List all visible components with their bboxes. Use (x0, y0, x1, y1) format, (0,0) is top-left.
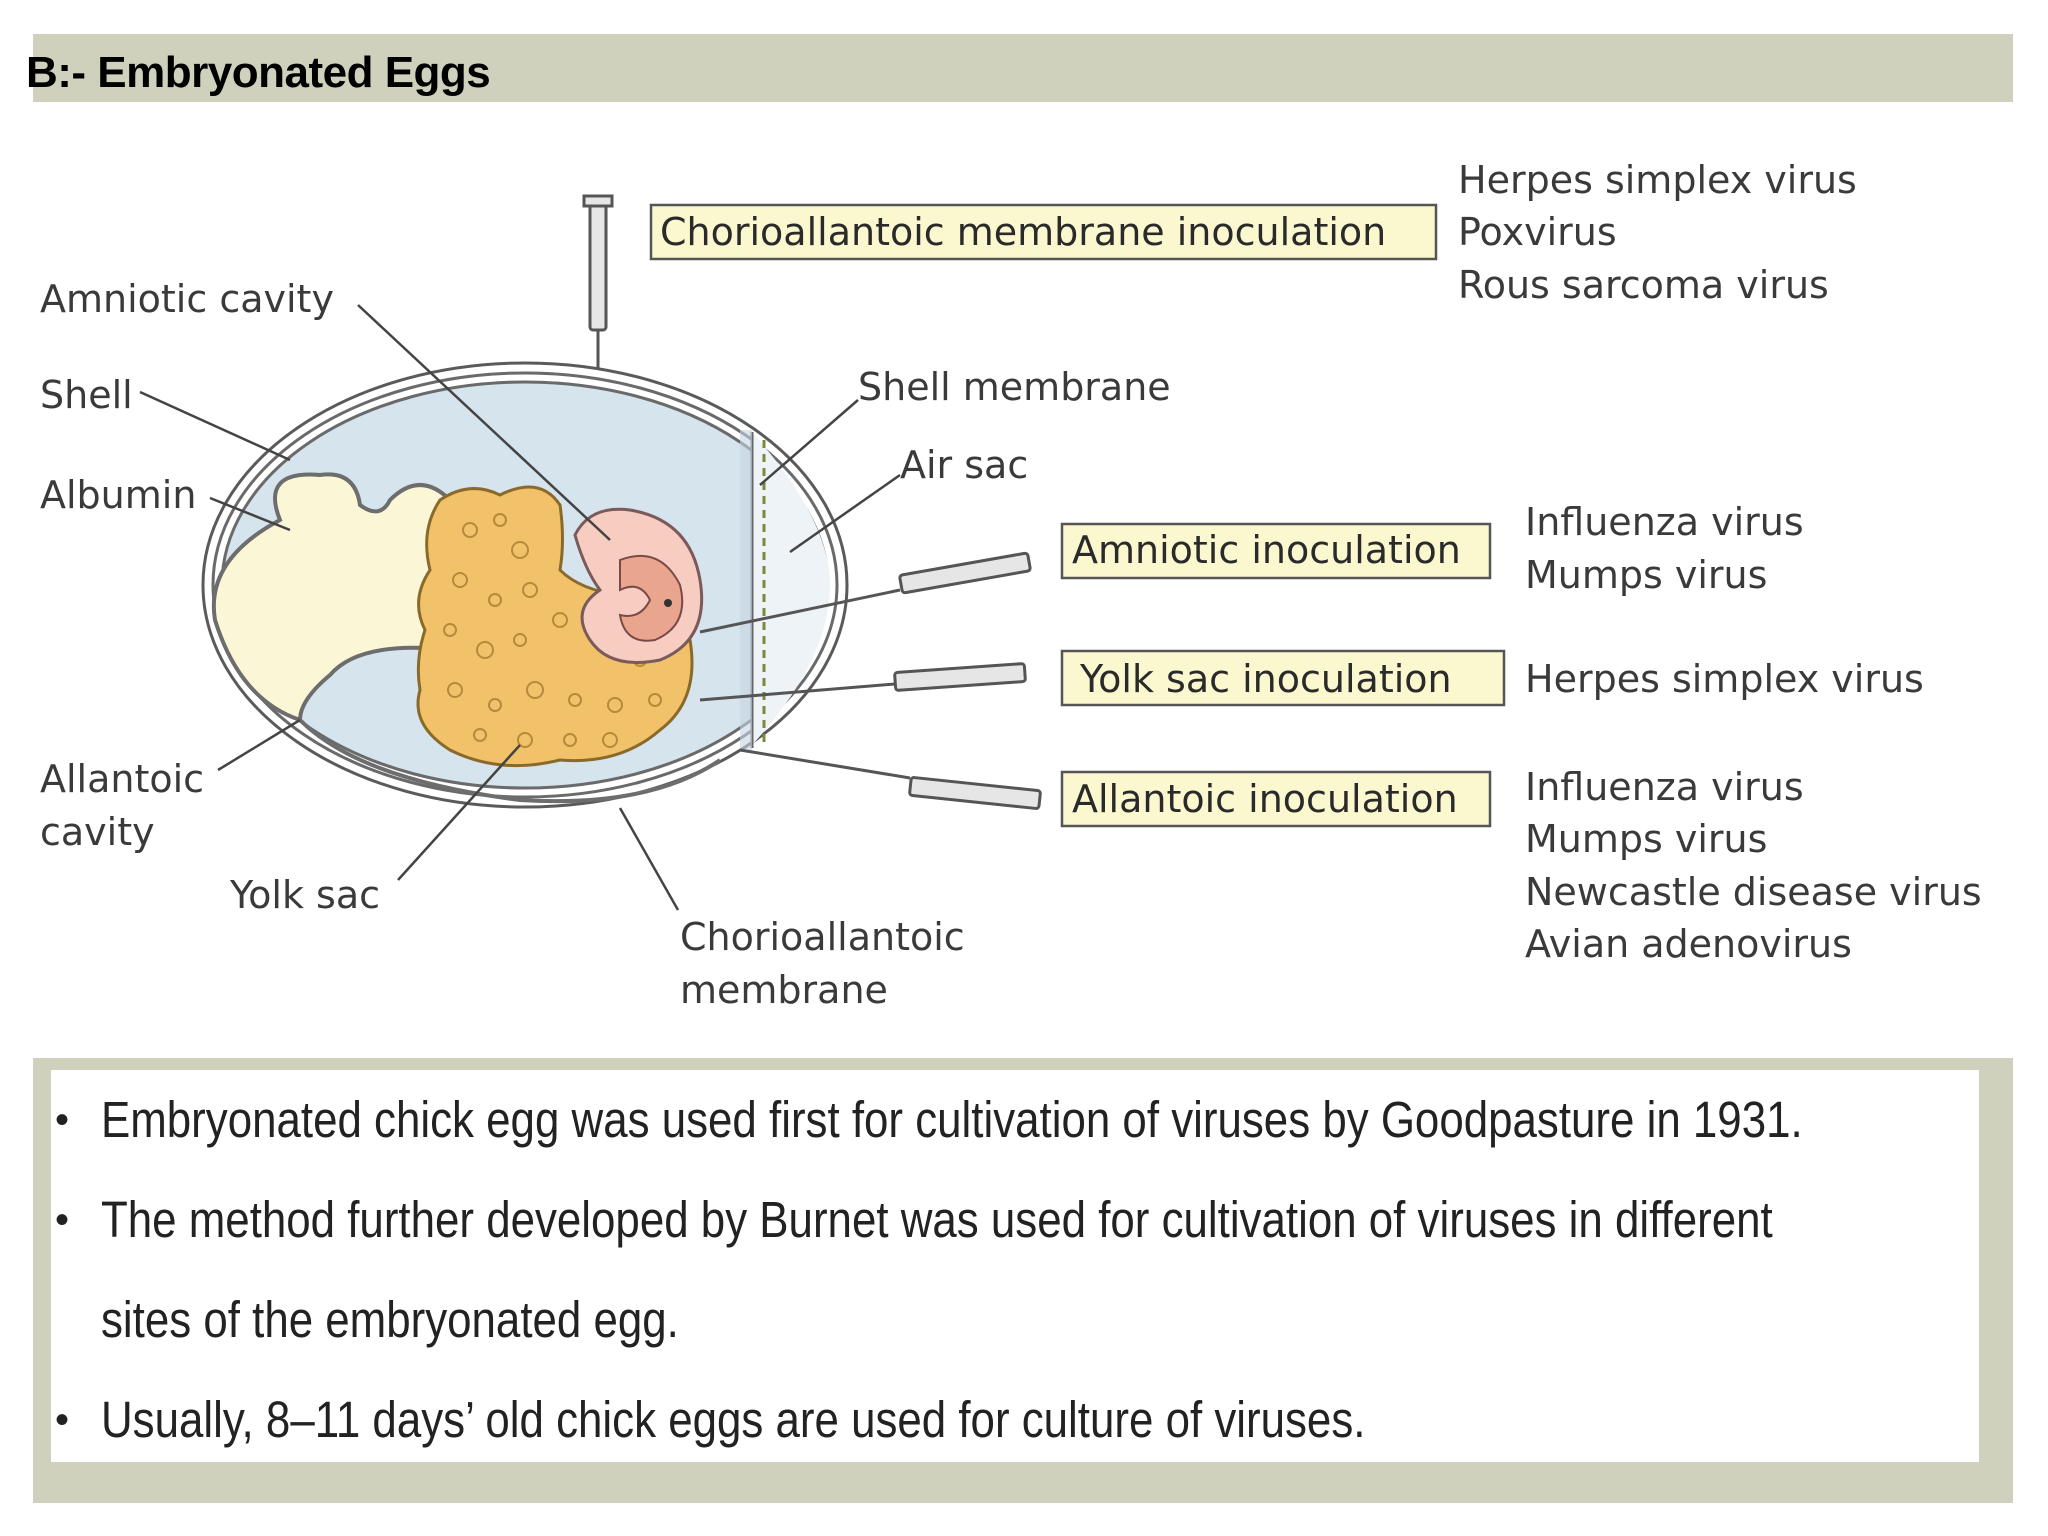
amniotic-syringe (699, 551, 1032, 634)
yolk-sac (416, 485, 694, 768)
virus-amniotic-1: Influenza virus (1525, 500, 1804, 544)
label-amniotic-cavity: Amniotic cavity (40, 277, 334, 321)
label-air-sac: Air sac (900, 443, 1028, 487)
page-title: B:- Embryonated Eggs (26, 48, 491, 97)
virus-cam-3: Rous sarcoma virus (1458, 263, 1829, 307)
bullet-icon: • (55, 1198, 70, 1242)
cam-inoculation-label: Chorioallantoic membrane inoculation (660, 210, 1386, 254)
bullet-icon: • (55, 1398, 70, 1442)
note-item-continuation: sites of the embryonated egg. (51, 1270, 1979, 1370)
amniotic-inoculation-box (1060, 522, 1492, 580)
air-sac-region (752, 432, 830, 745)
note-item: • Usually, 8–11 days’ old chick eggs are … (51, 1370, 1979, 1470)
bullet-icon: • (55, 1098, 70, 1142)
virus-cam-1: Herpes simplex virus (1458, 158, 1857, 202)
notes-list: • Embryonated chick egg was used first fo… (51, 1070, 1979, 1470)
label-cam-line2: membrane (680, 968, 888, 1012)
virus-yolk-1: Herpes simplex virus (1525, 657, 1924, 701)
label-allantoic-line2: cavity (40, 810, 155, 854)
virus-cam-2: Poxvirus (1458, 210, 1617, 254)
amniotic-inoculation-label: Amniotic inoculation (1072, 528, 1461, 572)
shell-membrane-outer (211, 371, 839, 799)
virus-allantoic-4: Avian adenovirus (1525, 922, 1852, 966)
label-albumin: Albumin (40, 473, 196, 517)
note-text: The method further developed by Burnet w… (101, 1191, 1773, 1248)
label-yolk-sac: Yolk sac (229, 873, 380, 917)
embryo-eye (664, 599, 672, 607)
note-item: • Embryonated chick egg was used first fo… (51, 1070, 1979, 1170)
yolk-sac-syringe (699, 662, 1027, 702)
cam-inoculation-box (649, 203, 1438, 261)
note-text: Embryonated chick egg was used first for… (101, 1091, 1803, 1148)
allantoic-inoculation-box (1060, 770, 1492, 828)
label-cam-line1: Chorioallantoic (680, 915, 965, 959)
allantoic-syringe (739, 748, 1042, 810)
embryo (618, 555, 684, 642)
label-shell-membrane: Shell membrane (858, 365, 1171, 409)
yolk-sac-inoculation-box (1060, 649, 1506, 707)
virus-allantoic-1: Influenza virus (1525, 765, 1804, 809)
yolk-sac-inoculation-label: Yolk sac inoculation (1079, 657, 1452, 701)
allantoic-inoculation-label: Allantoic inoculation (1072, 777, 1458, 821)
allantoic-membrane-line (298, 718, 722, 804)
virus-allantoic-3: Newcastle disease virus (1525, 870, 1982, 914)
note-text: sites of the embryonated egg. (101, 1291, 679, 1348)
virus-allantoic-2: Mumps virus (1525, 817, 1767, 861)
albumin (211, 472, 452, 723)
note-item: • The method further developed by Burnet … (51, 1170, 1979, 1270)
yolk-texture (443, 513, 662, 748)
note-text: Usually, 8–11 days’ old chick eggs are u… (101, 1391, 1366, 1448)
virus-amniotic-2: Mumps virus (1525, 553, 1767, 597)
title-bar (33, 34, 2013, 102)
cam-syringe (582, 194, 614, 368)
label-allantoic-line1: Allantoic (40, 757, 204, 801)
leader-lines (139, 304, 901, 911)
air-sac-membrane-band (740, 430, 752, 752)
label-shell: Shell (40, 373, 133, 417)
egg-diagram: Amniotic cavity Shell Albumin Allantoic … (40, 158, 1982, 1012)
notes-panel (51, 1070, 1979, 1462)
